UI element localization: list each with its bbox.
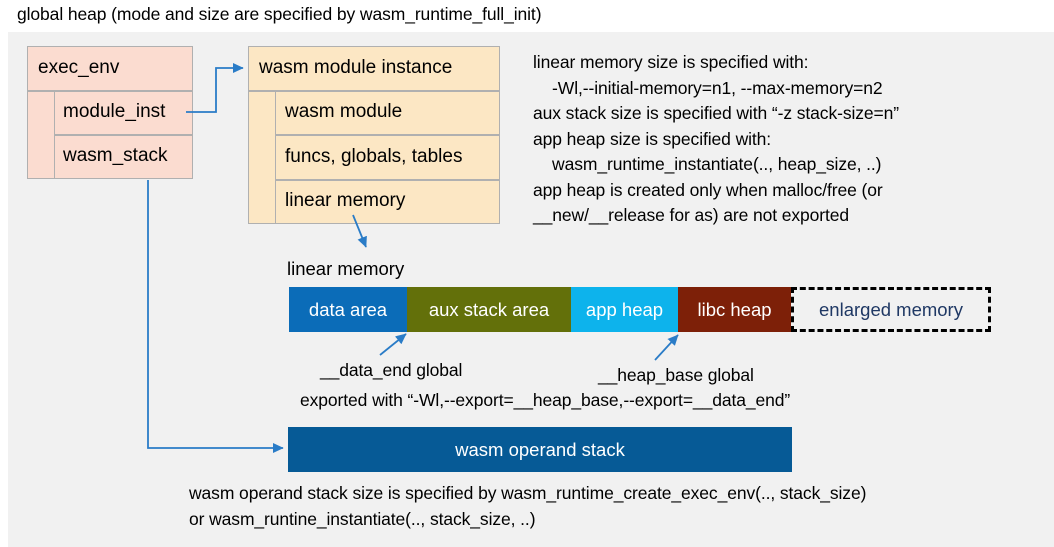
exec-env-field-wasm-stack (54, 135, 193, 179)
data-end-annotation: __data_end global (320, 360, 463, 380)
module-instance-field-funcs (275, 135, 500, 180)
memory-segment-label: data area (308, 298, 388, 320)
right-notes: linear memory size is specified with: -W… (533, 52, 900, 225)
wasm-module-label: wasm module (285, 101, 403, 122)
exec-env-label: exec_env (38, 57, 120, 78)
memory-segment-libc-heap: libc heap (678, 287, 791, 332)
funcs-globals-tables-label: funcs, globals, tables (285, 146, 463, 167)
memory-segment-label: enlarged memory (819, 298, 963, 320)
heap-base-annotation: __heap_base global (598, 365, 754, 385)
module-instance-header-box (248, 46, 500, 91)
memory-segment-label: libc heap (697, 298, 772, 320)
module-instance-field-linear-memory (275, 180, 500, 224)
exec-env-field-module-inst (54, 91, 193, 135)
linear-memory-caption: linear memory (287, 258, 405, 279)
module-instance-field-wasm-module (275, 91, 500, 135)
wasm-stack-label: wasm_stack (63, 145, 168, 166)
linear-memory-field-label: linear memory (285, 190, 406, 211)
memory-segment-enlarged-memory: enlarged memory (791, 287, 991, 332)
memory-segment-data-area: data area (289, 287, 407, 332)
exec-env-header-box (27, 46, 193, 91)
page-title: global heap (mode and size are specified… (17, 4, 542, 24)
wasm-operand-stack-box: wasm operand stack (288, 427, 792, 472)
memory-segment-aux-stack-area: aux stack area (407, 287, 571, 332)
wasm-operand-stack-label: wasm operand stack (455, 438, 625, 460)
module-instance-label: wasm module instance (259, 57, 453, 78)
module-inst-label: module_inst (63, 101, 166, 122)
bottom-notes: wasm operand stack size is specified by … (189, 483, 867, 529)
memory-segment-label: aux stack area (428, 298, 550, 320)
memory-segment-label: app heap (585, 298, 664, 320)
exported-annotation: exported with “-Wl,--export=__heap_base,… (300, 390, 791, 410)
memory-segment-app-heap: app heap (571, 287, 678, 332)
